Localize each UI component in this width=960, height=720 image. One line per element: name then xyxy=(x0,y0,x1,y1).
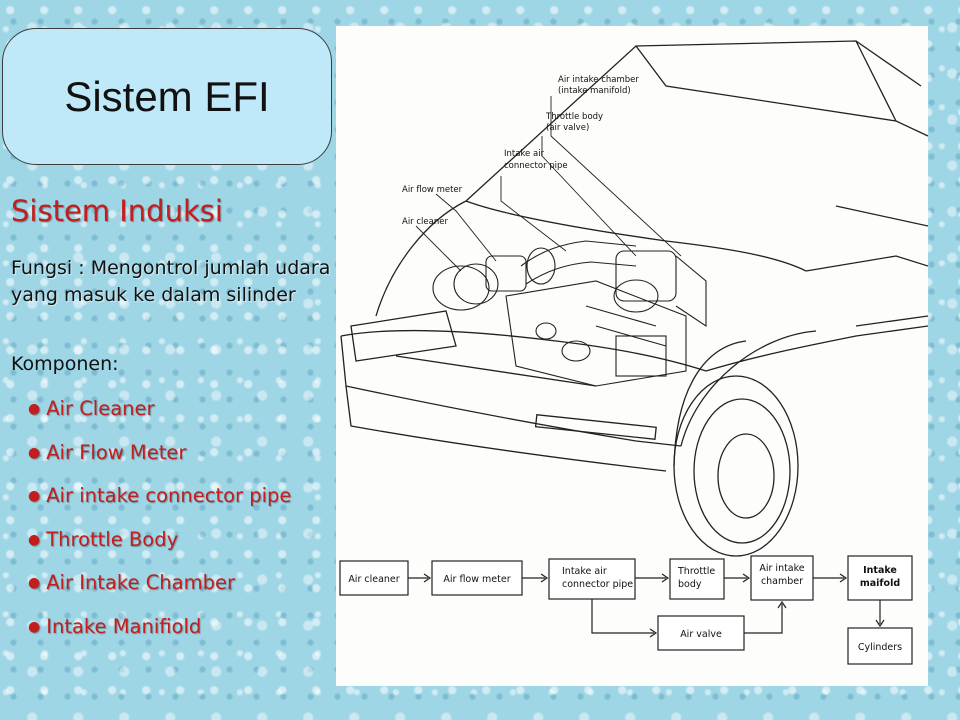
flow-label-manifold-line1: Intake xyxy=(863,565,897,576)
flow-box-throttle-body xyxy=(669,558,725,600)
engine-figure: Air intake chamber (intake manifold) Thr… xyxy=(336,26,928,686)
list-item: ● Intake Manifiold xyxy=(28,614,291,658)
list-item: ● Air Intake Chamber xyxy=(28,570,291,614)
list-item: ● Air Cleaner xyxy=(28,396,291,440)
callout-chamber-line2: (intake manifold) xyxy=(558,86,631,96)
flow-label-chamber-line1: Air intake xyxy=(759,563,804,574)
flow-label-air-cleaner: Air cleaner xyxy=(348,574,399,585)
list-item-label: Intake Manifiold xyxy=(46,614,202,638)
bullet-icon: ● xyxy=(28,488,41,504)
list-item-label: Air Cleaner xyxy=(46,397,155,420)
flow-box-air-flow-meter xyxy=(431,560,523,596)
flow-label-manifold-line2: maifold xyxy=(860,578,900,589)
bullet-icon: ● xyxy=(28,401,41,417)
list-item: ● Air intake connector pipe xyxy=(28,483,291,527)
callout-flow-meter: Air flow meter xyxy=(402,185,463,195)
flow-diagram-boxes xyxy=(339,555,913,665)
callout-cleaner: Air cleaner xyxy=(402,217,448,227)
list-item-label: Air Flow Meter xyxy=(46,440,187,464)
components-list: ● Air Cleaner ● Air Flow Meter ● Air intake… xyxy=(28,396,291,657)
function-description: Fungsi : Mengontrol jumlah udara yang ma… xyxy=(11,257,331,306)
engine-components xyxy=(432,240,707,387)
flow-box-cylinders xyxy=(847,627,913,665)
flow-label-air-flow-meter: Air flow meter xyxy=(443,574,510,585)
list-item-label: Air intake connector pipe xyxy=(46,484,292,507)
bullet-icon: ● xyxy=(28,531,41,548)
flow-box-air-valve xyxy=(657,615,745,651)
bullet-icon: ● xyxy=(28,575,41,591)
bullet-icon: ● xyxy=(28,444,41,461)
callout-throttle-line1: Throttle body xyxy=(545,112,603,122)
flow-label-throttle-line2: body xyxy=(678,579,702,590)
flow-label-connector-line2: connector pipe xyxy=(562,579,633,590)
list-item-label: Throttle Body xyxy=(46,527,179,551)
bullet-icon: ● xyxy=(28,618,41,635)
callout-leaders xyxy=(415,96,682,272)
flow-label-air-valve: Air valve xyxy=(680,629,722,640)
list-item: ● Throttle Body xyxy=(28,527,291,571)
callout-chamber-line1: Air intake chamber xyxy=(558,75,639,85)
flow-box-connector-pipe xyxy=(548,558,636,600)
flow-diagram-arrows xyxy=(408,573,885,638)
title-box: Sistem EFI xyxy=(2,28,332,165)
flow-label-cylinders: Cylinders xyxy=(858,642,902,653)
callout-throttle-line2: (air valve) xyxy=(546,123,589,133)
car-line-drawing xyxy=(340,40,928,557)
section-heading: Sistem Induksi xyxy=(11,194,223,228)
callout-connector-line2: connector pipe xyxy=(504,161,568,171)
flow-label-throttle-line1: Throttle xyxy=(677,566,715,577)
flow-label-connector-line1: Intake air xyxy=(562,566,607,577)
list-item-label: Air Intake Chamber xyxy=(46,571,236,594)
flow-box-air-intake-chamber xyxy=(750,555,814,601)
flow-label-chamber-line2: chamber xyxy=(761,576,803,587)
list-item: ● Air Flow Meter xyxy=(28,440,291,484)
callout-connector-line1: Intake air xyxy=(504,149,545,159)
slide-title: Sistem EFI xyxy=(64,72,270,120)
components-label: Komponen: xyxy=(11,353,119,375)
car-engine-illustration: Air intake chamber (intake manifold) Thr… xyxy=(339,40,928,665)
